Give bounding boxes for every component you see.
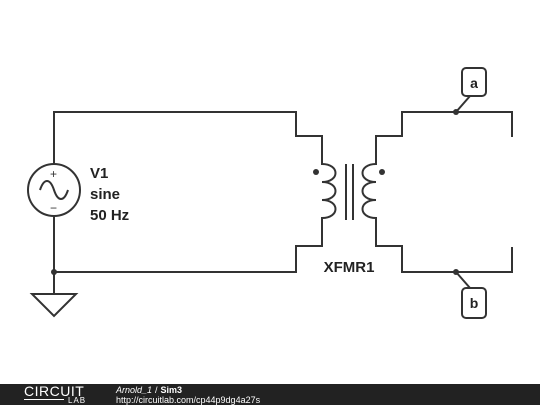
wire-top-left xyxy=(53,111,323,165)
circuit-meta: Arnold_1/Sim3 http://circuitlab.com/cp44… xyxy=(116,385,260,405)
svg-text:−: − xyxy=(50,201,57,215)
node-a-leader xyxy=(455,95,471,113)
author-link[interactable]: Arnold_1 xyxy=(116,385,153,395)
node-a-label: a xyxy=(470,75,478,91)
meta-separator: / xyxy=(155,385,158,395)
source-type-label: sine xyxy=(90,186,120,203)
voltage-source-symbol[interactable]: + − xyxy=(27,163,81,217)
wire-bottom-left xyxy=(53,219,323,273)
source-frequency-label: 50 Hz xyxy=(90,207,129,224)
circuit-title-link[interactable]: Sim3 xyxy=(160,385,183,395)
logo-lab-text: LAB xyxy=(68,396,87,405)
logo-wave-line xyxy=(24,399,64,400)
wire-top-right xyxy=(375,111,513,165)
circuitlab-logo[interactable]: CIRCUIT LAB xyxy=(24,384,104,405)
svg-text:+: + xyxy=(50,167,57,181)
node-b-tag[interactable]: b xyxy=(461,287,487,319)
node-b-label: b xyxy=(470,295,479,311)
transformer-secondary-coil[interactable] xyxy=(361,163,377,220)
wire-bottom-right xyxy=(375,219,513,273)
footer-bar: CIRCUIT LAB Arnold_1/Sim3 http://circuit… xyxy=(0,384,540,405)
source-name-label: V1 xyxy=(90,165,108,182)
secondary-polarity-dot xyxy=(379,169,385,175)
node-a-tag[interactable]: a xyxy=(461,67,487,97)
primary-polarity-dot xyxy=(313,169,319,175)
ground-symbol xyxy=(29,293,79,318)
node-b-leader xyxy=(455,271,471,289)
circuit-url-link[interactable]: http://circuitlab.com/cp44p9dg4a27s xyxy=(116,395,261,405)
junction-dot-ground xyxy=(51,269,57,275)
logo-circuit-text: CIRCUIT xyxy=(24,383,85,399)
transformer-name-label: XFMR1 xyxy=(324,259,375,276)
transformer-primary-coil[interactable] xyxy=(321,163,337,220)
schematic-canvas: + − V1 sine 50 Hz XFMR1 a b xyxy=(27,67,513,319)
